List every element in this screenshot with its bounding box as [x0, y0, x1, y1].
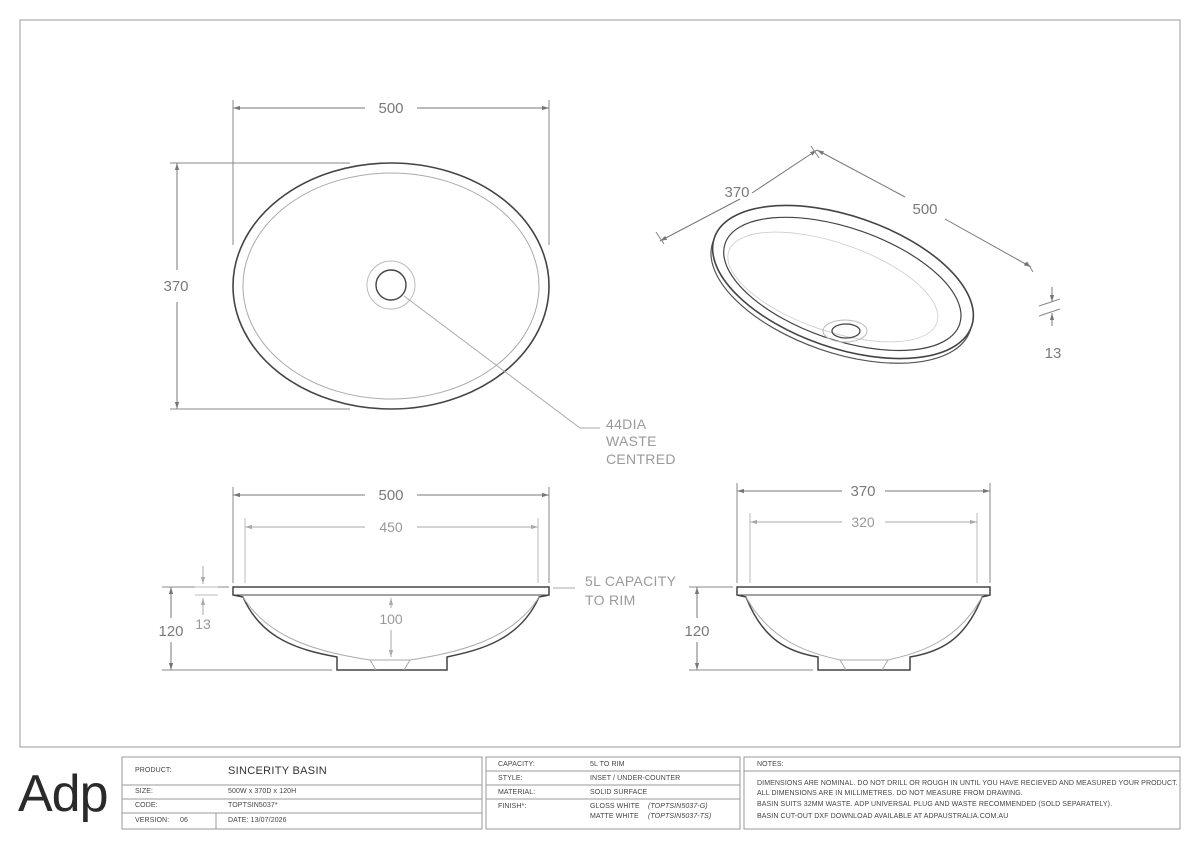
finish-2-code: (TOPTSIN5037-TS)	[648, 813, 712, 820]
capacity-value: 5L TO RIM	[590, 761, 625, 768]
finish-1-name: GLOSS WHITE	[590, 803, 640, 810]
note-line: BASIN SUITS 32MM WASTE. ADP UNIVERSAL PL…	[757, 801, 1113, 808]
front-profile	[232, 586, 550, 671]
size-label: SIZE:	[135, 788, 154, 795]
brand-logo: Adp	[18, 765, 109, 823]
notes-label: NOTES:	[757, 761, 784, 768]
finish-2-name: MATTE WHITE	[590, 813, 639, 820]
front-elevation: 500 450 100 120 13 5L CAPACITY TO RIM	[158, 487, 677, 671]
iso-width-label: 500	[912, 201, 937, 218]
plan-width-label: 500	[378, 100, 403, 117]
capacity-note-line1: 5L CAPACITY	[585, 573, 677, 589]
style-value: INSET / UNDER-COUNTER	[590, 775, 681, 782]
product-label: PRODUCT:	[135, 767, 172, 774]
waste-hole	[375, 269, 407, 301]
version-label: VERSION:	[135, 817, 170, 824]
code-label: CODE:	[135, 802, 158, 809]
style-label: STYLE:	[498, 775, 523, 782]
finish-1-code: (TOPTSIN5037-G)	[648, 803, 708, 810]
code-value: TOPTSIN5037*	[228, 802, 278, 809]
front-height-label: 120	[158, 623, 183, 640]
waste-note-line2: WASTE	[606, 433, 657, 449]
note-line: ALL DIMENSIONS ARE IN MILLIMETRES. DO NO…	[757, 790, 1023, 797]
side-height-label: 120	[684, 623, 709, 640]
plan-depth-label: 370	[163, 278, 188, 295]
title-block-frames	[121, 756, 1181, 830]
iso-waste-ring	[822, 319, 868, 343]
iso-inner-rim	[723, 216, 962, 352]
product-value: SINCERITY BASIN	[228, 765, 328, 777]
iso-depth-label: 370	[724, 184, 749, 201]
capacity-label: CAPACITY:	[498, 761, 535, 768]
version-value: 06	[180, 817, 188, 824]
material-value: SOLID SURFACE	[590, 789, 648, 796]
front-rim-label: 13	[195, 616, 211, 632]
iso-rim-label: 13	[1045, 345, 1062, 362]
iso-outer-rim	[711, 204, 975, 360]
waste-outer-ring	[366, 260, 416, 310]
size-value: 500W x 370D x 120H	[228, 788, 297, 795]
side-depth-label: 370	[850, 483, 875, 500]
plan-outer-rim	[232, 162, 550, 410]
drawing-border	[19, 19, 1181, 748]
front-width-label: 500	[378, 487, 403, 504]
date-value: DATE: 13/07/2026	[228, 817, 287, 824]
iso-waste-hole	[831, 323, 861, 339]
waste-note-line3: CENTRED	[606, 451, 676, 467]
note-line: DIMENSIONS ARE NOMINAL. DO NOT DRILL OR …	[757, 780, 1178, 787]
front-bowl-label: 100	[379, 611, 403, 627]
plan-inner-bowl	[242, 172, 540, 400]
front-inner-label: 450	[379, 519, 403, 535]
waste-leader	[403, 295, 600, 429]
waste-note-line1: 44DIA	[606, 416, 647, 432]
plan-view: 500 370 44DIA WASTE CENTRED	[163, 100, 675, 467]
finish-label: FINISH*:	[498, 803, 527, 810]
side-profile	[736, 586, 991, 671]
side-elevation: 370 320 120	[684, 483, 991, 671]
note-line: BASIN CUT-OUT DXF DOWNLOAD AVAILABLE AT …	[757, 813, 1009, 820]
iso-view: 370 500 13	[655, 145, 1062, 364]
side-inner-label: 320	[851, 514, 875, 530]
material-label: MATERIAL:	[498, 789, 536, 796]
capacity-note-line2: TO RIM	[585, 592, 636, 608]
